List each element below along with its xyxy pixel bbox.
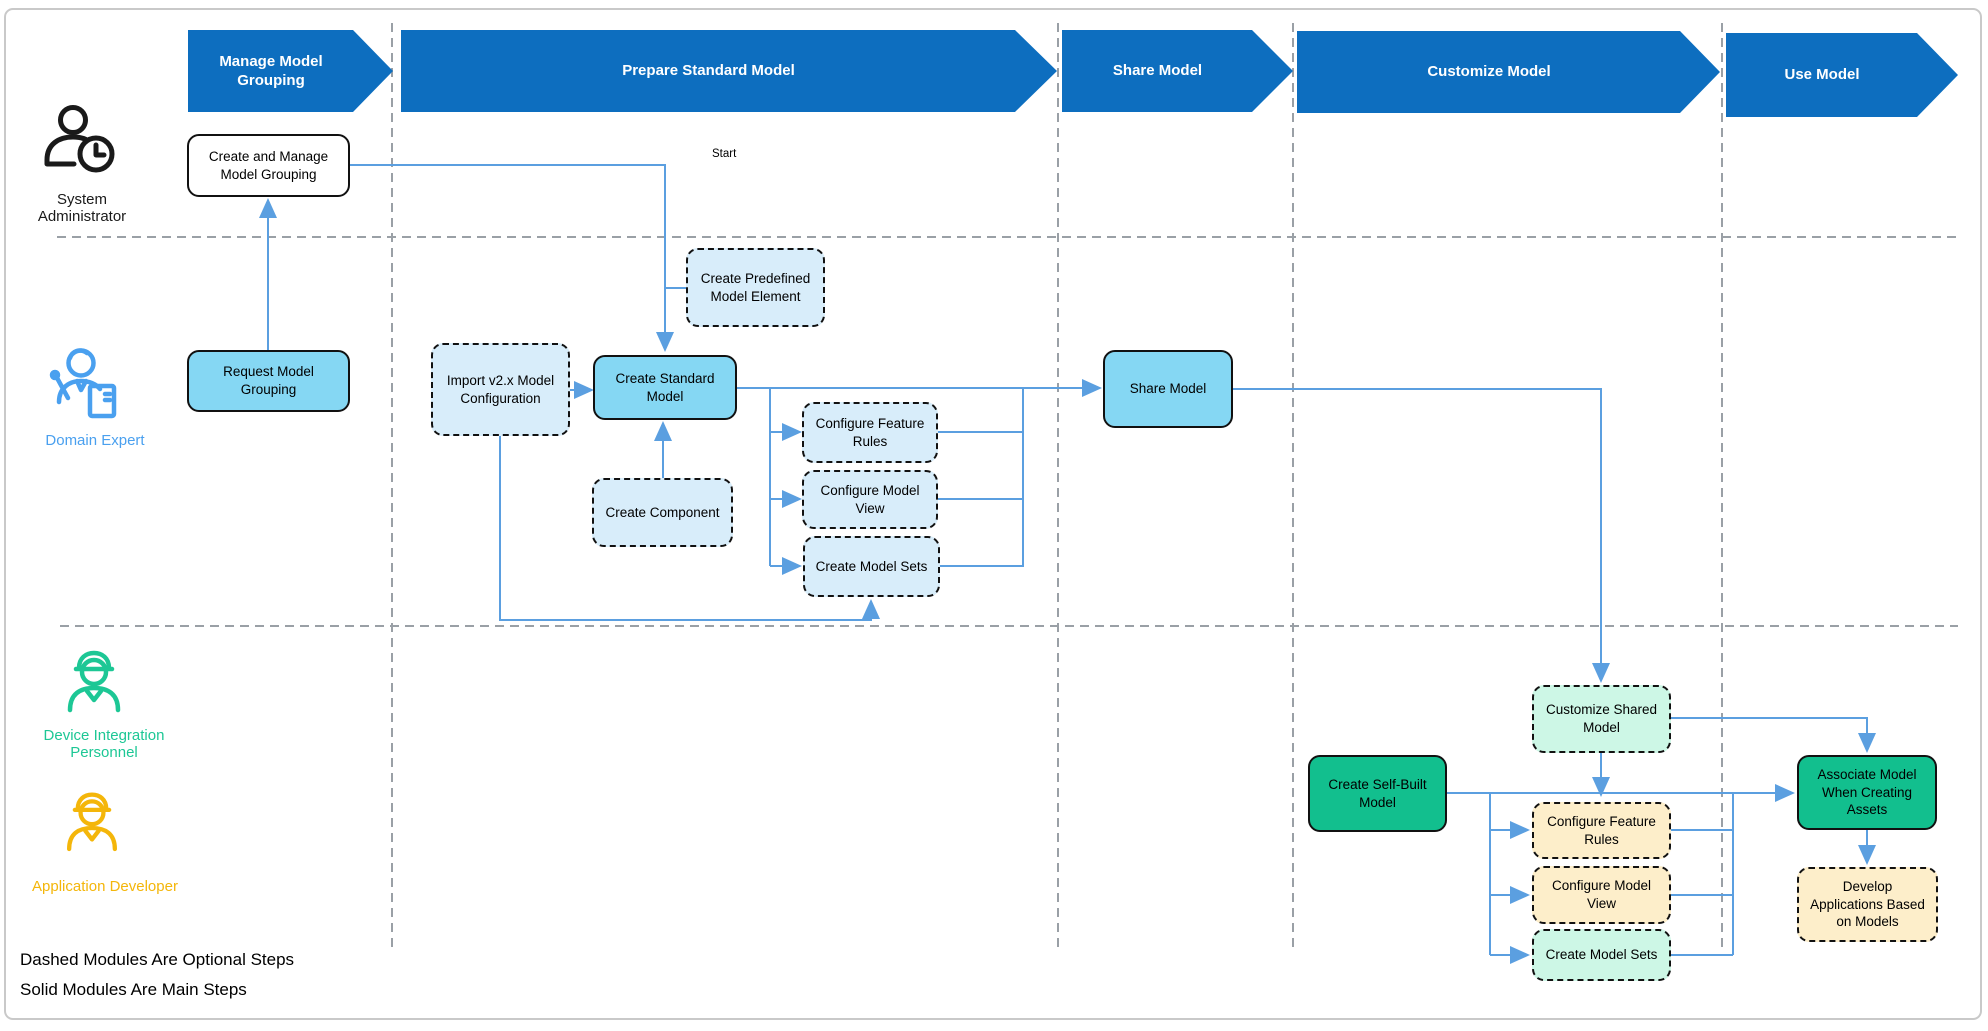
node-create-predefined-model-element: Create Predefined Model Element	[686, 248, 825, 327]
pen-tip	[49, 369, 61, 381]
banner-shape-customize-model	[1297, 31, 1720, 113]
start-label: Start	[712, 148, 737, 160]
banner-shape-prepare-standard-model	[401, 30, 1057, 112]
domain-expert-label: Domain Expert	[45, 432, 145, 449]
node-share-model: Share Model	[1103, 350, 1233, 428]
application-developer-label: Application Developer	[32, 878, 178, 895]
pen	[53, 373, 71, 401]
node-create-model-sets-standard: Create Model Sets	[803, 536, 940, 597]
node-configure-model-view-standard: Configure Model View	[802, 470, 938, 529]
connector-collector-standard	[936, 389, 1024, 567]
system-administrator-label: System Administrator	[37, 191, 127, 225]
person-collar	[74, 378, 89, 393]
application-developer-icon	[60, 788, 124, 868]
connector-collector-custom	[1671, 793, 1734, 956]
person-collar	[84, 688, 104, 703]
banner-shape-use-model	[1726, 33, 1958, 117]
node-import-v2x-model-configuration: Import v2.x Model Configuration	[431, 343, 570, 436]
banner-use-model: Use Model	[1784, 66, 1860, 84]
node-customize-shared-model: Customize Shared Model	[1532, 685, 1671, 753]
tablet-lines	[102, 391, 113, 403]
device-integration-personnel-icon	[62, 646, 126, 730]
node-create-component: Create Component	[592, 478, 733, 547]
person-head	[78, 799, 106, 827]
person-head	[58, 105, 88, 135]
helmet	[76, 650, 112, 671]
person-collar	[83, 828, 101, 842]
clock-hands	[93, 142, 107, 158]
node-develop-applications-based-on-models: Develop Applications Based on Models	[1797, 867, 1938, 942]
domain-expert-icon	[44, 346, 124, 428]
banner-shape-share-model	[1062, 30, 1293, 112]
node-request-model-grouping: Request Model Grouping	[187, 350, 350, 412]
device-integration-personnel-label: Device Integration Personnel	[43, 727, 165, 761]
banner-prepare-standard-model: Prepare Standard Model	[622, 62, 795, 80]
connector-import-to-model-sets	[499, 436, 880, 621]
connector-manage-to-create-standard	[350, 164, 674, 352]
system-administrator-icon	[40, 104, 120, 188]
node-create-and-manage-model-grouping: Create and Manage Model Grouping	[187, 134, 350, 197]
node-configure-feature-rules-custom: Configure Feature Rules	[1532, 802, 1671, 859]
banner-shape-manage-model-grouping	[188, 30, 393, 112]
legend-dashed-note: Dashed Modules Are Optional Steps	[20, 950, 295, 969]
tablet	[87, 383, 117, 419]
connector-customize-shared-to-associate	[1671, 717, 1876, 753]
person-head	[79, 657, 109, 687]
node-associate-model-when-creating-assets: Associate Model When Creating Assets	[1797, 755, 1937, 830]
person-shoulders	[67, 685, 121, 713]
node-configure-model-view-custom: Configure Model View	[1532, 866, 1671, 924]
helmet	[75, 792, 109, 812]
node-configure-feature-rules-standard: Configure Feature Rules	[802, 402, 938, 463]
banner-customize-model: Customize Model	[1427, 63, 1551, 81]
banner-share-model: Share Model	[1112, 62, 1203, 80]
person-shoulders	[67, 825, 117, 852]
person-hair	[67, 348, 90, 361]
node-create-standard-model: Create Standard Model	[593, 355, 737, 420]
node-create-model-sets-custom: Create Model Sets	[1532, 929, 1671, 981]
legend-solid-note: Solid Modules Are Main Steps	[20, 980, 247, 999]
connector-share-to-customize-shared	[1233, 388, 1610, 683]
canvas-border	[4, 8, 1982, 1020]
node-create-self-built-model: Create Self-Built Model	[1308, 755, 1447, 832]
banner-manage-model-grouping: Manage Model Grouping	[219, 52, 323, 90]
